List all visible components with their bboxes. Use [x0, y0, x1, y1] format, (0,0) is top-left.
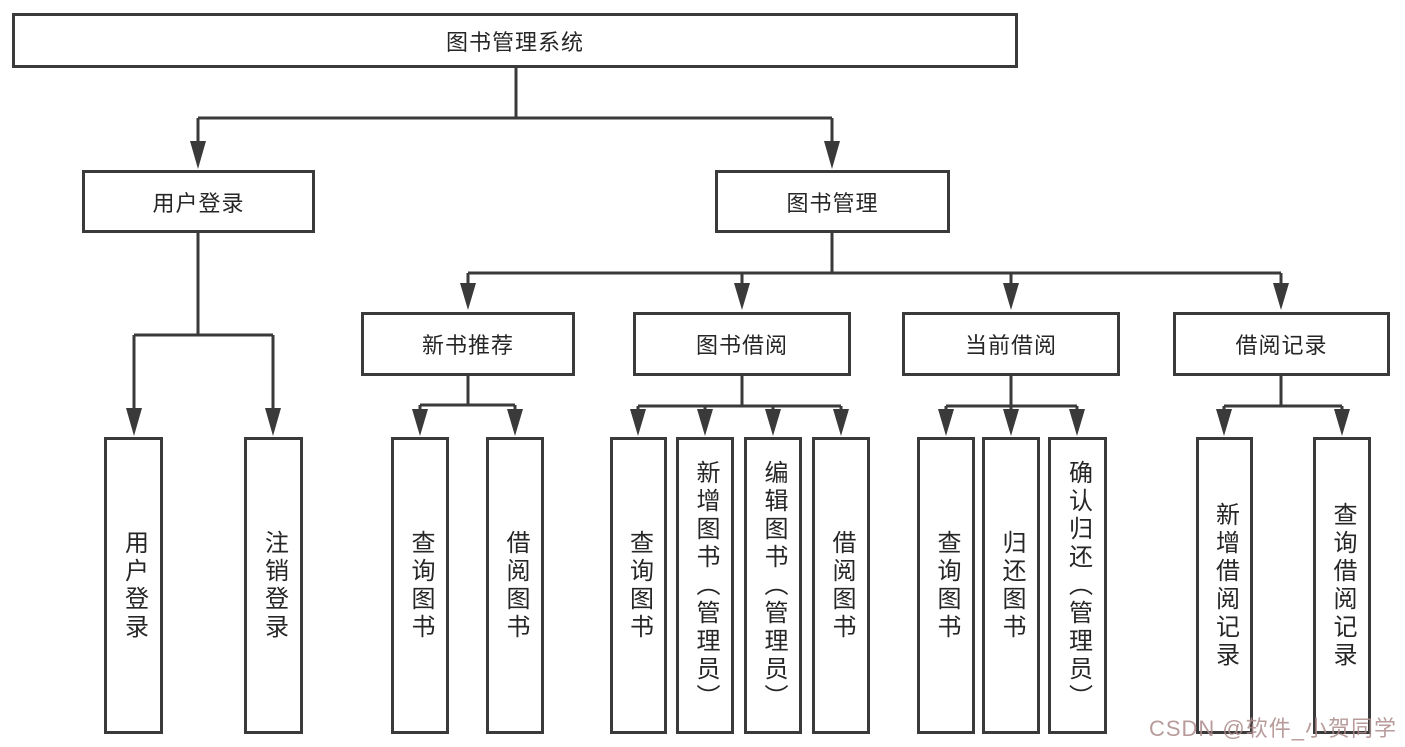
connector-root [190, 68, 840, 169]
node-user-login-label: 用户登录 [152, 190, 245, 216]
arrowhead [824, 141, 840, 169]
connector-new-book-recommendation [412, 376, 523, 436]
arrowhead [412, 409, 428, 436]
arrowhead [265, 408, 281, 436]
leaf-borrow-books-borrowing: 借阅图书 [812, 437, 870, 734]
leaf-confirm-return-admin: 确认归还（管理员） [1048, 437, 1107, 734]
arrowhead [460, 283, 476, 310]
connector-book-management [460, 233, 1289, 310]
arrowhead [507, 409, 523, 436]
leaf-borrow-books-recommend: 借阅图书 [486, 437, 544, 734]
leaf-query-books-borrowing: 查询图书 [610, 437, 667, 734]
node-borrowing-records-label: 借阅记录 [1235, 333, 1328, 358]
arrowhead [1334, 409, 1350, 436]
root-node-label: 图书管理系统 [445, 29, 584, 55]
arrowhead [190, 141, 206, 169]
arrowhead [1273, 283, 1289, 310]
node-book-management-label: 图书管理 [786, 190, 879, 216]
connector-borrowing-records [1216, 376, 1350, 436]
leaf-query-books-recommend: 查询图书 [391, 437, 449, 734]
arrowhead [1069, 409, 1085, 436]
arrowhead [734, 283, 750, 310]
connector-user-login [126, 233, 281, 436]
leaf-query-books-current: 查询图书 [917, 437, 975, 734]
arrowhead [1216, 409, 1232, 436]
arrowhead [938, 409, 954, 436]
node-new-book-recommendation-label: 新书推荐 [421, 333, 514, 358]
arrowhead [126, 408, 142, 436]
arrowhead [1003, 283, 1019, 310]
leaf-edit-books-admin: 编辑图书（管理员） [744, 437, 802, 734]
csdn-watermark: CSDN @软件_小贺同学 [1148, 716, 1397, 741]
arrowhead [697, 409, 713, 436]
node-user-login: 用户登录 [82, 170, 315, 233]
node-new-book-recommendation: 新书推荐 [361, 312, 575, 376]
leaf-user-login: 用户登录 [104, 437, 163, 734]
arrowhead [1003, 409, 1019, 436]
leaf-add-books-admin: 新增图书（管理员） [676, 437, 734, 734]
node-book-borrowing-label: 图书借阅 [695, 333, 788, 358]
node-borrowing-records: 借阅记录 [1173, 312, 1390, 376]
node-current-borrowing: 当前借阅 [902, 312, 1120, 376]
arrowhead [630, 409, 646, 436]
leaf-return-books: 归还图书 [982, 437, 1040, 734]
root-node-library-system: 图书管理系统 [12, 13, 1018, 68]
leaf-logout-login: 注销登录 [244, 437, 303, 734]
leaf-add-borrow-record: 新增借阅记录 [1196, 437, 1253, 734]
connector-current-borrowing [938, 376, 1085, 436]
leaf-query-borrow-record: 查询借阅记录 [1313, 437, 1371, 734]
node-book-borrowing: 图书借阅 [633, 312, 851, 376]
connector-book-borrowing [630, 376, 849, 436]
arrowhead [765, 409, 781, 436]
node-current-borrowing-label: 当前借阅 [964, 333, 1057, 358]
node-book-management: 图书管理 [715, 170, 950, 233]
arrowhead [833, 409, 849, 436]
